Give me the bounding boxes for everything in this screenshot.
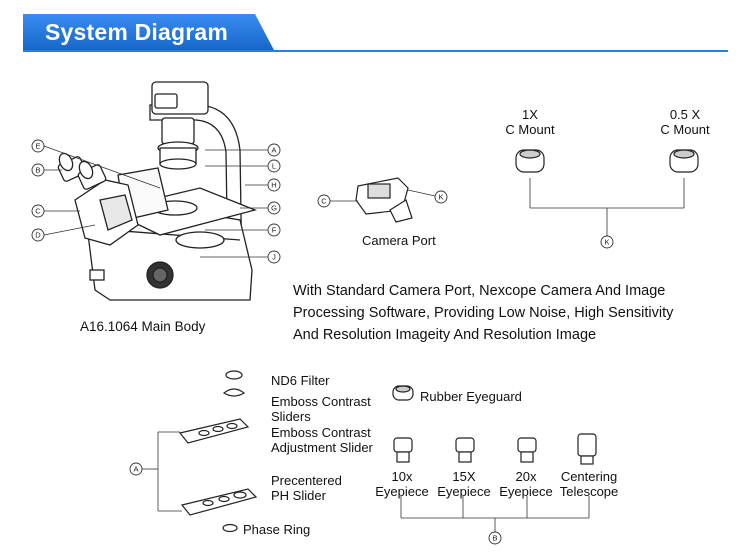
eyepiece-20x-label: 20x Eyepiece	[499, 469, 553, 499]
centering-telescope-label: Centering Telescope	[559, 469, 619, 499]
camera-callout-c: C	[321, 197, 327, 206]
callout-h: H	[271, 181, 276, 190]
callout-g: G	[271, 204, 277, 213]
camera-port-illustration: C K	[317, 177, 448, 223]
eyepiece-10x-label: 10x Eyepiece	[375, 469, 429, 499]
description-text: With Standard Camera Port, Nexcope Camer…	[293, 283, 674, 343]
title-banner	[23, 14, 275, 52]
callout-j: J	[272, 253, 276, 262]
callout-d: D	[35, 231, 41, 240]
eyepieces-illustration: B	[392, 385, 597, 545]
sliders-callout-a: A	[133, 465, 138, 474]
phase-ring-label: Phase Ring	[243, 522, 311, 537]
eyepieces-callout-b: B	[492, 534, 497, 543]
mount-1x-label: 1X C Mount	[505, 107, 555, 137]
callout-b: B	[35, 166, 40, 175]
callout-e: F	[272, 226, 277, 235]
emboss-adjustment-label: Emboss Contrast Adjustment Slider	[271, 425, 373, 455]
eyepiece-15x-label: 15X Eyepiece	[437, 469, 491, 499]
main-body-callouts: E B C D A L H G F J	[31, 139, 281, 264]
title-underline	[23, 50, 728, 52]
mounts-callout-k: K	[604, 238, 609, 247]
rubber-eyeguard-label: Rubber Eyeguard	[420, 389, 522, 404]
camera-port-caption: Camera Port	[362, 233, 436, 248]
camera-callout-k: K	[438, 193, 443, 202]
mount-05x-label: 0.5 X C Mount	[660, 107, 710, 137]
callout-f: E	[35, 142, 40, 151]
callout-c: C	[35, 207, 41, 216]
mounts-illustration: K	[515, 149, 699, 249]
callout-a: A	[271, 146, 276, 155]
emboss-sliders-label: Emboss Contrast Sliders	[271, 394, 371, 424]
main-body-illustration	[57, 81, 258, 301]
precentered-label: Precentered PH Slider	[271, 473, 342, 503]
callout-l: L	[272, 162, 276, 171]
nd6-filter-label: ND6 Filter	[271, 373, 330, 388]
page-title: System Diagram	[45, 19, 229, 45]
main-body-caption: A16.1064 Main Body	[80, 319, 206, 334]
sliders-illustration: A	[129, 370, 258, 533]
